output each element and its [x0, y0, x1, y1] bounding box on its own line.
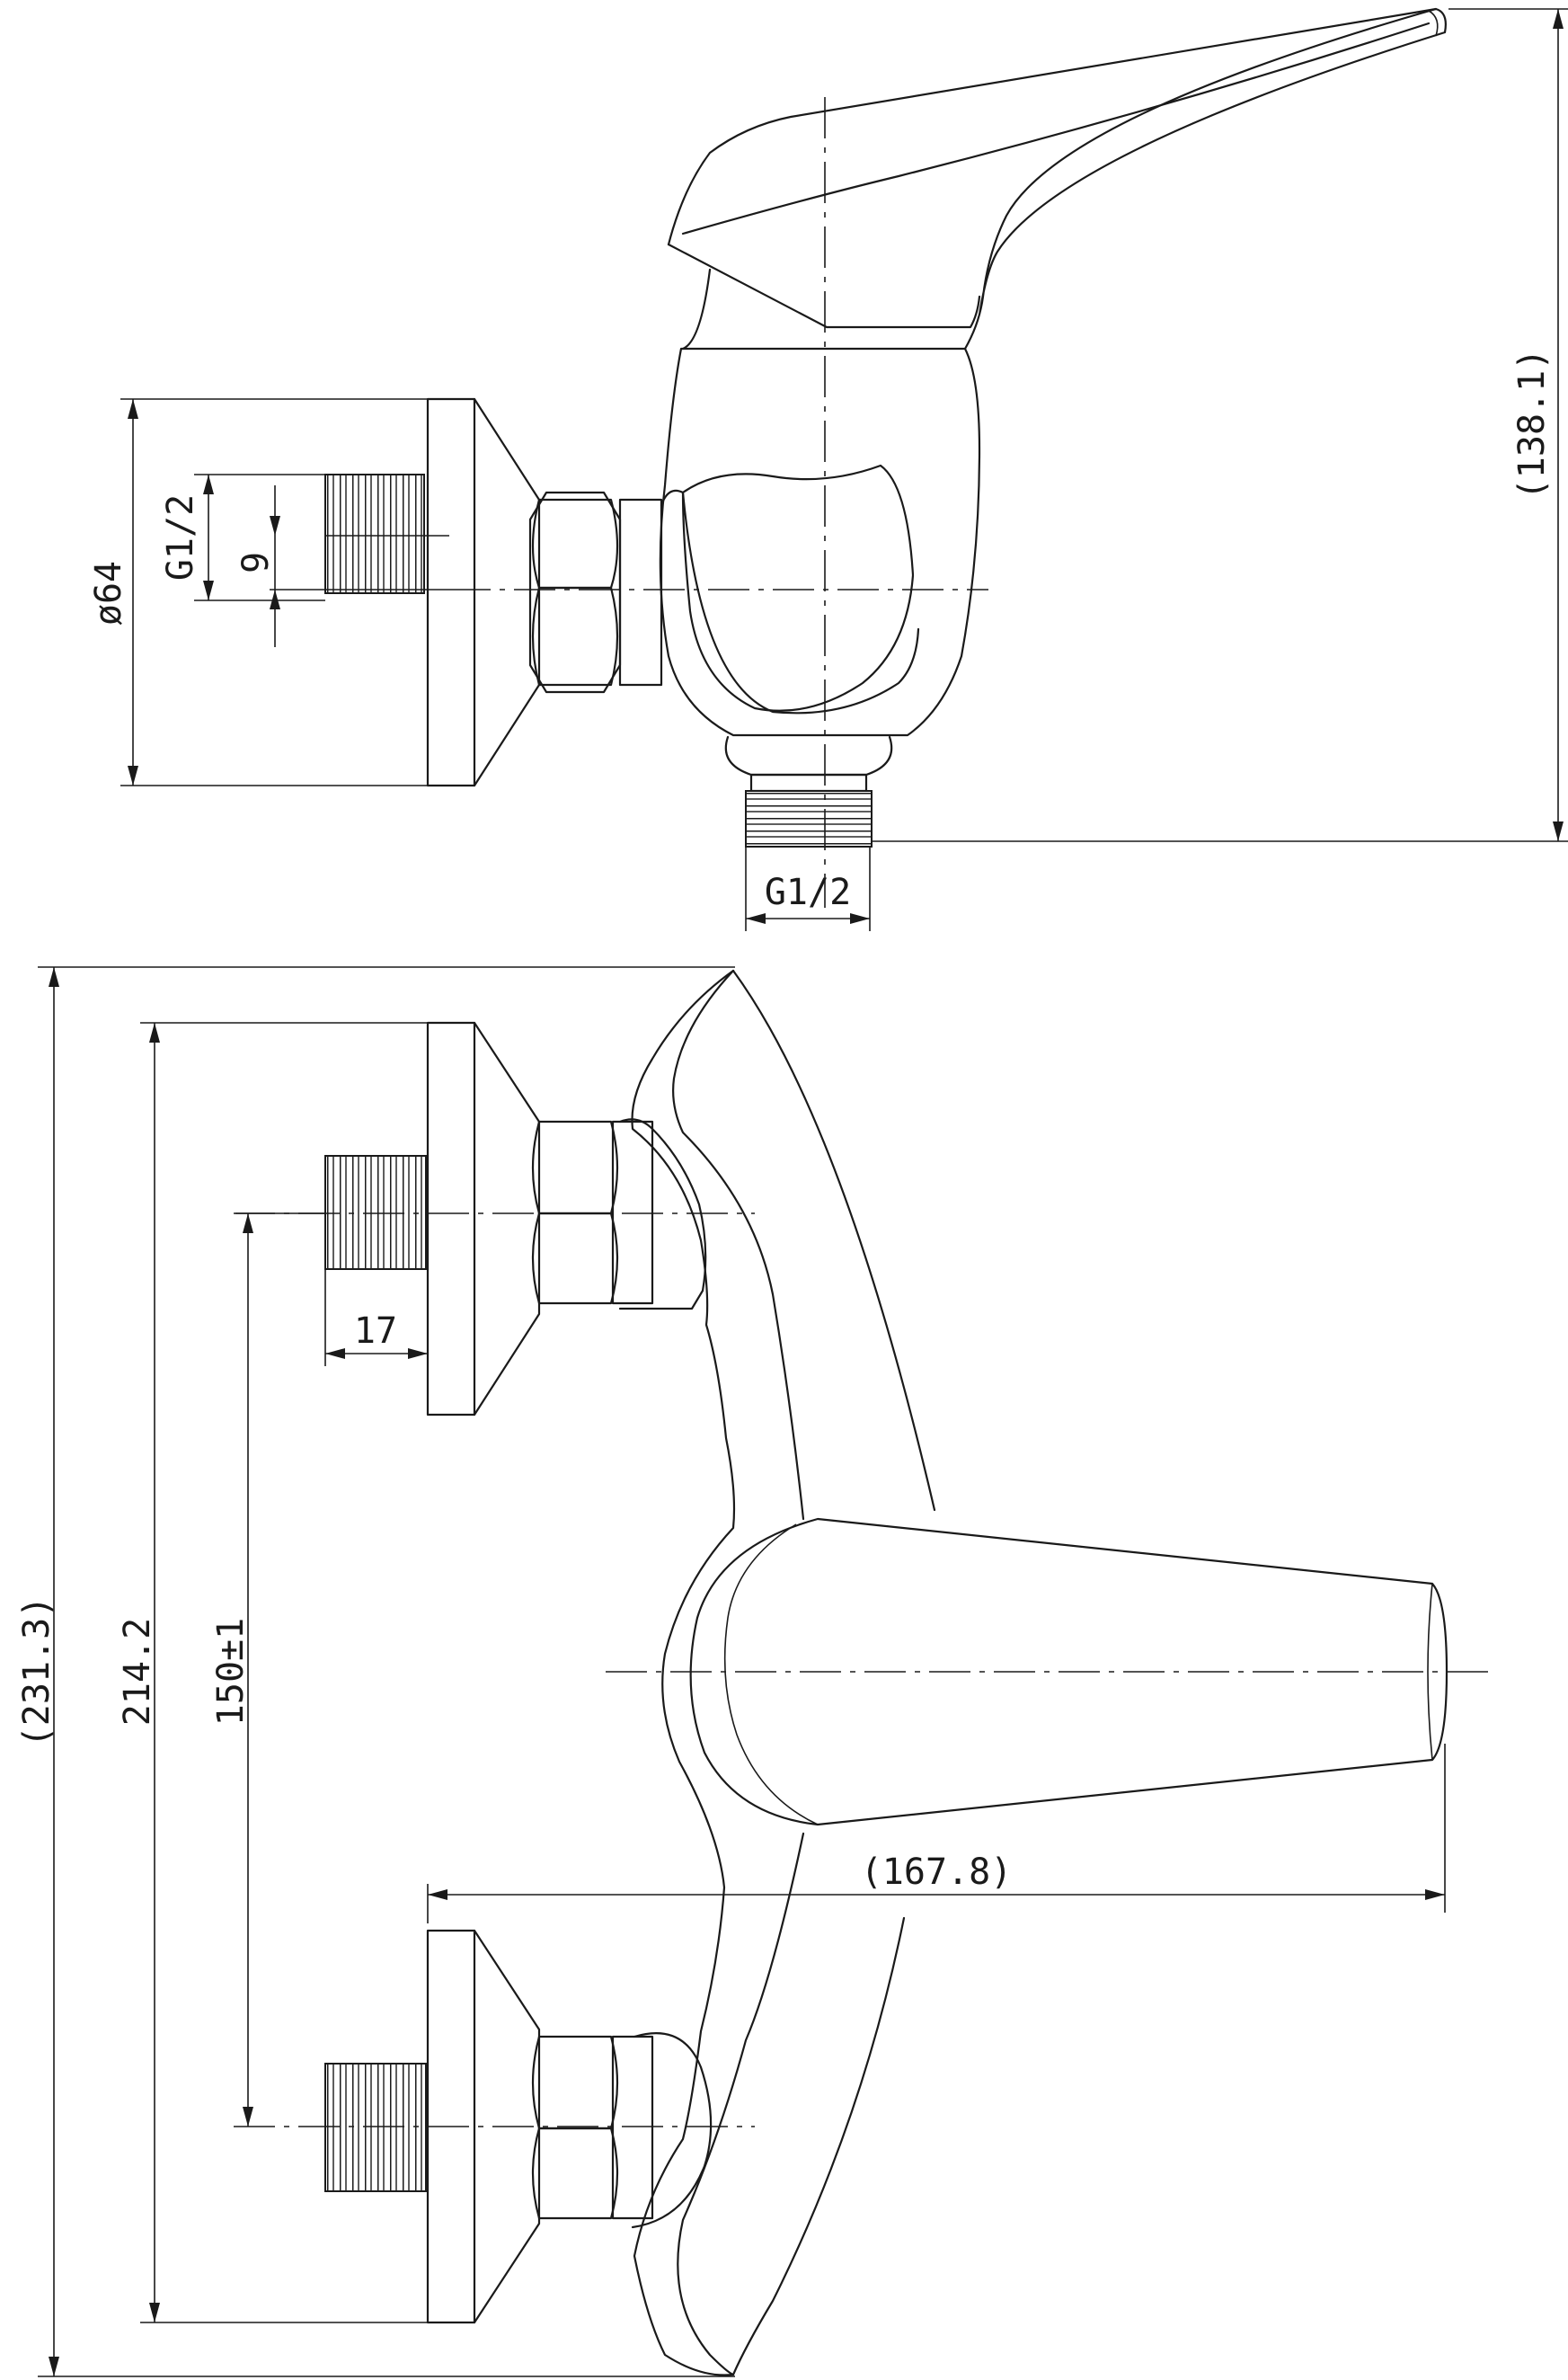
dim-front-thread-length-label: 17	[354, 1310, 397, 1352]
dim-front-reach: (167.8)	[427, 1744, 1446, 1923]
dim-front-thread-length: 17	[324, 1269, 429, 1366]
dim-front-flange-span: 214.2	[117, 1022, 428, 2323]
dim-front-flange-span-label: 214.2	[117, 1618, 158, 1726]
front-flange-bottom	[324, 1929, 654, 2324]
dim-side-flange-diameter: ø64	[88, 398, 428, 786]
front-body	[618, 969, 936, 2376]
dim-side-flange-diameter-label: ø64	[88, 561, 129, 626]
side-outlet	[745, 773, 873, 848]
side-hex-nut	[528, 491, 663, 694]
dim-side-height-label: (138.1)	[1511, 349, 1553, 501]
dim-front-center-distance: 150±1	[210, 1213, 253, 2127]
dim-side-thread-top-label: G1/2	[160, 494, 201, 581]
dim-side-thread-bottom-label: G1/2	[765, 872, 851, 913]
dim-side-thread-bottom: G1/2	[745, 847, 871, 931]
front-lever	[689, 1517, 1448, 1826]
dim-side-height: (138.1)	[872, 8, 1568, 842]
side-view: G1/2 9 ø64 G1/2	[88, 7, 1568, 931]
dim-side-thread-top: G1/2	[160, 474, 325, 601]
front-flange-top	[324, 1021, 654, 1416]
dim-front-overall-height: (231.3)	[16, 966, 735, 2377]
dim-front-reach-label: (167.8)	[861, 1852, 1013, 1893]
dim-front-overall-height-label: (231.3)	[16, 1596, 58, 1748]
side-lever	[667, 7, 1447, 351]
side-inlet-thread	[324, 474, 425, 594]
dim-front-center-distance-label: 150±1	[210, 1618, 252, 1726]
dim-side-pitch: 9	[235, 485, 449, 647]
front-view: (231.3) 214.2 150±1 17	[16, 966, 1492, 2377]
side-flange	[426, 397, 541, 787]
dim-side-pitch-label: 9	[235, 552, 277, 573]
side-mixer-body	[659, 347, 981, 777]
